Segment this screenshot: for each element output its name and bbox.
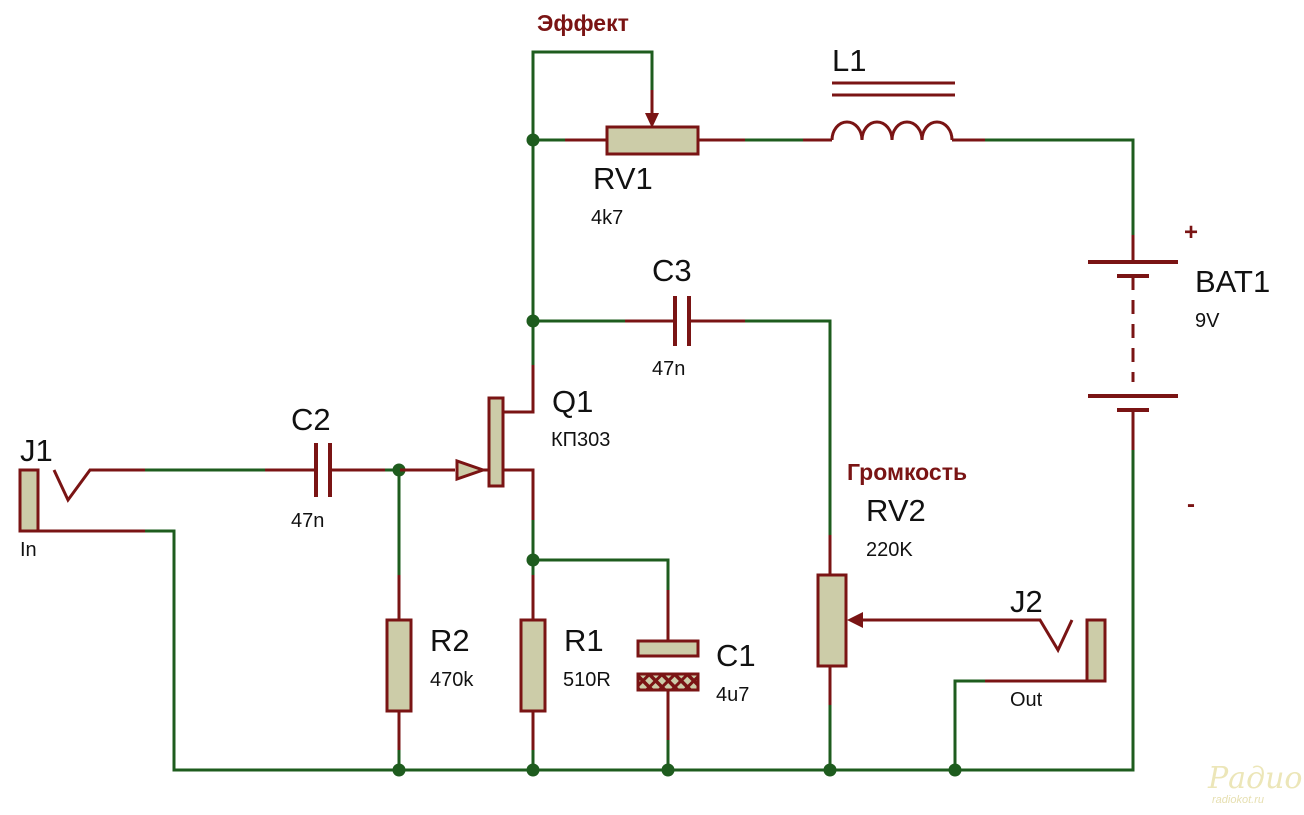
- rv2-ref: RV2: [866, 493, 926, 528]
- junction-dot: [526, 553, 540, 567]
- j1-jack: [18, 468, 145, 533]
- c1-value: 4u7: [716, 684, 749, 706]
- rv2-value: 220K: [866, 539, 913, 561]
- wiper-arrow-icon: [645, 113, 659, 128]
- c3-value: 47n: [652, 358, 685, 380]
- rv2-potentiometer: [816, 535, 985, 705]
- junction-dot: [661, 763, 675, 777]
- l1-ref: L1: [832, 43, 866, 78]
- junction-dot: [392, 763, 406, 777]
- junction-dot: [823, 763, 837, 777]
- q1-value: КП303: [551, 429, 610, 451]
- watermark-text: Радио КОТ: [1207, 761, 1304, 796]
- c1-capacitor: [636, 590, 700, 740]
- wiper-arrow-icon: [847, 612, 863, 628]
- c1-ref: C1: [716, 638, 756, 673]
- q1-ref: Q1: [552, 384, 593, 419]
- effect-control-label: Эффект: [537, 10, 629, 36]
- r1-resistor: [519, 575, 547, 750]
- j2-ref: J2: [1010, 584, 1043, 619]
- c3-ref: C3: [652, 253, 692, 288]
- junction-dot: [526, 314, 540, 328]
- wire-l1-bat: [983, 138, 1135, 237]
- j2-label: Out: [1010, 689, 1043, 711]
- r2-value: 470k: [430, 669, 474, 691]
- r1-value: 510R: [563, 669, 611, 691]
- wire-j1-ground: [143, 529, 176, 772]
- bat1-value: 9V: [1195, 310, 1220, 332]
- j1-label: In: [20, 539, 37, 561]
- rv1-value: 4k7: [591, 207, 623, 229]
- bat1-battery: [1088, 235, 1178, 450]
- watermark-logo: Радио КОТ radiokot.ru: [1207, 761, 1304, 806]
- r2-ref: R2: [430, 623, 470, 658]
- bat1-plus: +: [1184, 219, 1198, 246]
- junction-dot: [948, 763, 962, 777]
- j2-jack: [985, 618, 1107, 683]
- bat1-ref: BAT1: [1195, 264, 1270, 299]
- junctions: [392, 133, 962, 777]
- l1-inductor: [803, 81, 985, 142]
- c2-value: 47n: [291, 510, 324, 532]
- q1-transistor: [400, 365, 535, 520]
- volume-control-label: Громкость: [847, 459, 967, 485]
- j1-ref: J1: [20, 433, 53, 468]
- rv1-potentiometer: [565, 90, 745, 156]
- wire-j2-ground: [953, 679, 987, 772]
- c2-ref: C2: [291, 402, 331, 437]
- r2-resistor: [385, 575, 413, 750]
- c3-capacitor: [625, 296, 745, 346]
- wire-c1-top: [531, 558, 670, 592]
- junction-dot: [526, 763, 540, 777]
- r1-ref: R1: [564, 623, 604, 658]
- bat1-minus: -: [1187, 491, 1195, 518]
- junction-dot: [526, 133, 540, 147]
- wire-c3-rv2: [743, 319, 832, 537]
- wire-effect-loop: [531, 50, 654, 142]
- junction-dot: [392, 463, 406, 477]
- watermark-site: radiokot.ru: [1212, 794, 1264, 806]
- c2-capacitor: [265, 443, 385, 497]
- rv1-ref: RV1: [593, 161, 653, 196]
